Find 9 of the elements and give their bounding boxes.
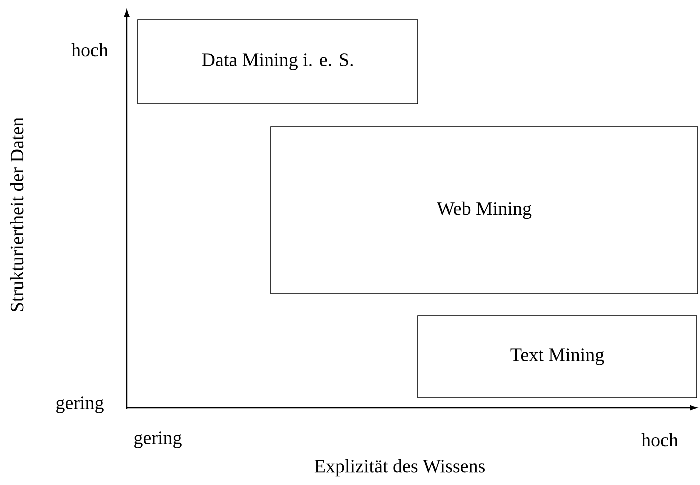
category-box: Web Mining — [270, 126, 698, 294]
axis-tick-label: hoch — [72, 43, 108, 57]
category-box: Data Mining i. e. S. — [138, 20, 418, 104]
axis-title: Strukturiertheit der Daten — [10, 118, 24, 312]
axis-tick-label: hoch — [642, 433, 678, 447]
axis-tick-label: gering — [134, 432, 182, 448]
axis-tick-label: gering — [56, 396, 104, 414]
category-box: Text Mining — [418, 316, 698, 398]
axis-title: Explizität des Wissens — [314, 459, 485, 477]
